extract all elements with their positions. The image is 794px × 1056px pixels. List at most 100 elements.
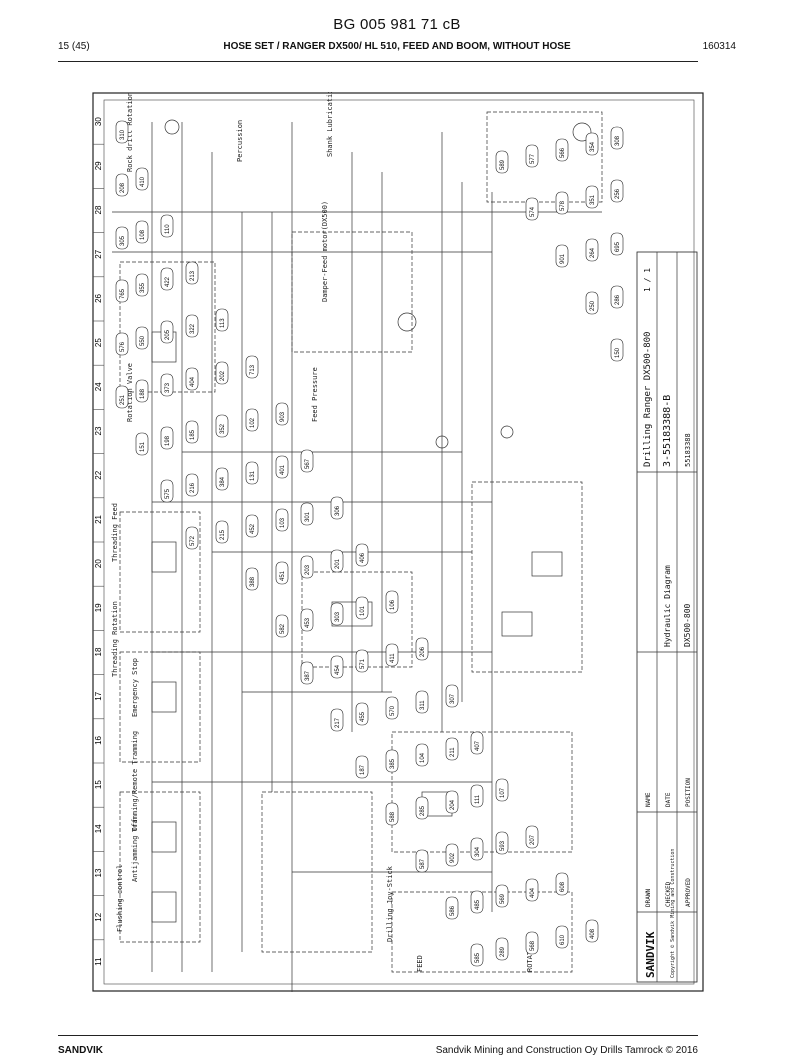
hose-tag: 901 bbox=[555, 244, 569, 268]
svg-text:571: 571 bbox=[360, 658, 366, 669]
title-old-no: 55183388 bbox=[684, 433, 692, 467]
svg-text:151: 151 bbox=[140, 441, 146, 452]
svg-text:695: 695 bbox=[615, 241, 621, 252]
hose-tag: 354 bbox=[585, 132, 599, 156]
header-rule bbox=[58, 61, 698, 62]
grid-number: 16 bbox=[94, 735, 103, 744]
hose-tag: 578 bbox=[555, 191, 569, 215]
svg-text:404: 404 bbox=[530, 887, 536, 898]
title-sheet: 1 / 1 bbox=[643, 268, 652, 292]
svg-text:188: 188 bbox=[140, 388, 146, 399]
title-name-label: NAME bbox=[645, 792, 652, 807]
svg-text:569: 569 bbox=[500, 893, 506, 904]
svg-text:422: 422 bbox=[165, 276, 171, 287]
hose-tag: 187 bbox=[355, 755, 369, 779]
svg-text:251: 251 bbox=[120, 394, 126, 405]
hose-tag: 568 bbox=[525, 931, 539, 955]
hose-tag: 311 bbox=[415, 690, 429, 714]
hose-tag: 113 bbox=[215, 308, 229, 332]
hose-tag: 575 bbox=[160, 479, 174, 503]
svg-text:567: 567 bbox=[305, 458, 311, 469]
hose-tag: 213 bbox=[185, 261, 199, 285]
hose-tag: 256 bbox=[610, 179, 624, 203]
svg-text:572: 572 bbox=[190, 535, 196, 546]
hose-tag: 198 bbox=[160, 426, 174, 450]
hose-tag: 211 bbox=[445, 737, 459, 761]
hose-tag: 571 bbox=[355, 649, 369, 673]
hose-tag: 203 bbox=[300, 555, 314, 579]
hose-tag: 106 bbox=[385, 590, 399, 614]
svg-text:578: 578 bbox=[560, 200, 566, 211]
svg-text:384: 384 bbox=[220, 476, 226, 487]
svg-text:589: 589 bbox=[500, 159, 506, 170]
grid-number: 29 bbox=[94, 161, 103, 170]
footer-logo: SANDVIK bbox=[58, 1045, 104, 1056]
svg-text:201: 201 bbox=[335, 558, 341, 569]
hose-tag: 310 bbox=[115, 120, 129, 144]
hose-tag: 188 bbox=[135, 379, 149, 403]
hose-tag: 902 bbox=[445, 843, 459, 867]
hose-tag: 582 bbox=[275, 614, 289, 638]
svg-text:575: 575 bbox=[165, 488, 171, 499]
svg-text:216: 216 bbox=[190, 482, 196, 493]
hose-tag: 285 bbox=[415, 796, 429, 820]
hose-tag: 713 bbox=[245, 355, 259, 379]
svg-text:351: 351 bbox=[590, 194, 596, 205]
grid-number: 22 bbox=[94, 470, 103, 479]
svg-text:586: 586 bbox=[450, 905, 456, 916]
footer-copy: Sandvik Mining and Construction Oy Drill… bbox=[435, 1045, 698, 1056]
svg-text:286: 286 bbox=[615, 294, 621, 305]
svg-text:205: 205 bbox=[165, 329, 171, 340]
svg-text:387: 387 bbox=[305, 670, 311, 681]
grid-number: 26 bbox=[94, 293, 103, 302]
svg-text:110: 110 bbox=[165, 224, 171, 234]
hose-tag: 202 bbox=[215, 361, 229, 385]
hose-tag: 373 bbox=[160, 373, 174, 397]
hose-tag: 384 bbox=[215, 467, 229, 491]
hose-tag: 322 bbox=[185, 314, 199, 338]
hose-tag: 301 bbox=[300, 502, 314, 526]
hose-tag: 587 bbox=[415, 849, 429, 873]
hose-tag: 204 bbox=[445, 790, 459, 814]
svg-text:454: 454 bbox=[335, 664, 341, 675]
title-drawing-no: 3-55183388-B bbox=[662, 395, 673, 467]
hose-tag: 765 bbox=[115, 279, 129, 303]
hose-tag: 151 bbox=[135, 432, 149, 456]
hose-tag: 567 bbox=[300, 449, 314, 473]
hose-tag: 411 bbox=[385, 643, 399, 667]
svg-text:198: 198 bbox=[165, 435, 171, 446]
title-checked-label: CHECKED bbox=[665, 881, 672, 907]
svg-text:206: 206 bbox=[420, 646, 426, 657]
svg-text:202: 202 bbox=[220, 370, 226, 381]
svg-text:765: 765 bbox=[120, 288, 126, 299]
svg-text:203: 203 bbox=[305, 564, 311, 575]
title-brand: SANDVIK bbox=[644, 931, 657, 978]
hose-tag: 207 bbox=[525, 825, 539, 849]
hose-tag: 608 bbox=[555, 872, 569, 896]
hose-tag: 185 bbox=[185, 420, 199, 444]
hose-tag: 452 bbox=[245, 514, 259, 538]
hose-tag: 206 bbox=[415, 637, 429, 661]
section-label: Damper-Feed motor(DX500) bbox=[321, 201, 329, 302]
hose-tag: 215 bbox=[215, 520, 229, 544]
hose-tag: 455 bbox=[355, 702, 369, 726]
svg-text:207: 207 bbox=[530, 834, 536, 845]
svg-text:250: 250 bbox=[590, 300, 596, 311]
title-date-label: DATE bbox=[665, 792, 672, 807]
svg-text:264: 264 bbox=[590, 247, 596, 258]
grid-number: 27 bbox=[94, 249, 103, 258]
svg-text:610: 610 bbox=[560, 934, 566, 945]
svg-text:256: 256 bbox=[615, 188, 621, 199]
svg-text:407: 407 bbox=[475, 740, 481, 751]
svg-text:453: 453 bbox=[305, 617, 311, 628]
svg-text:404: 404 bbox=[190, 376, 196, 387]
page-counter: 15 (45) bbox=[58, 41, 90, 52]
footer-rule bbox=[58, 1035, 698, 1036]
svg-text:301: 301 bbox=[305, 511, 311, 522]
svg-text:373: 373 bbox=[165, 382, 171, 393]
svg-text:306: 306 bbox=[335, 505, 341, 516]
hose-tag: 610 bbox=[555, 925, 569, 949]
svg-text:408: 408 bbox=[590, 928, 596, 939]
section-label: Feed Pressure bbox=[311, 367, 319, 422]
grid-number: 15 bbox=[94, 780, 103, 789]
